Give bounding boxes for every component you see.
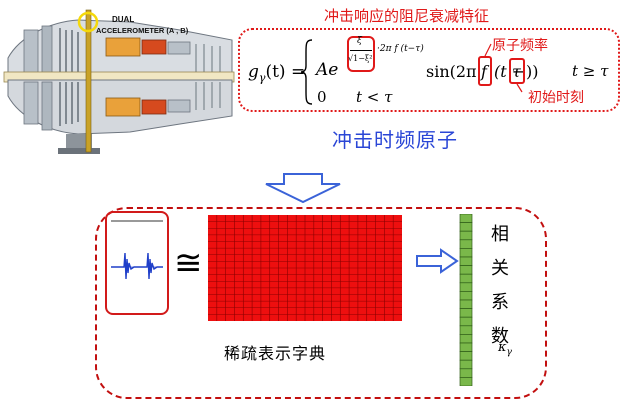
jet-engine-illustration: DUAL ACCELEROMETER (A , B): [3, 9, 235, 154]
coefficient-cell: [459, 256, 473, 266]
coefficient-label-char: 系: [491, 292, 509, 313]
case1-condition: t ≥ τ: [572, 62, 609, 80]
coefficient-vector: [459, 214, 473, 386]
coefficient-cell: [459, 265, 473, 275]
coefficient-label: 相关系数: [480, 218, 520, 354]
f-symbol: f: [481, 62, 487, 81]
coefficient-cell: [459, 299, 473, 309]
impulse-signal-plot: [111, 220, 163, 280]
coefficient-cell: [459, 273, 473, 284]
coefficient-label-char: 关: [491, 258, 509, 279]
dictionary-container: [95, 207, 547, 399]
formula-box: [238, 28, 620, 112]
formula-title: 冲击响应的阻尼衰减特征: [324, 7, 490, 25]
coefficient-cell: [459, 377, 473, 386]
coefficient-symbol: κγ: [498, 340, 512, 358]
case2-condition: t < τ: [356, 88, 393, 106]
coefficient-cell: [459, 359, 473, 370]
approx-symbol: ≅: [174, 243, 203, 283]
coefficient-cell: [459, 214, 473, 223]
tau-highlight: [509, 58, 525, 84]
coefficient-cell: [459, 230, 473, 241]
exp-fraction-bar: [350, 50, 372, 51]
coefficient-cell: [459, 334, 473, 344]
piecewise-brace: [300, 39, 313, 105]
coefficient-cell: [459, 351, 473, 361]
signal-box: [105, 211, 169, 315]
coefficient-cell: [459, 325, 473, 335]
label-atom-frequency: 原子频率: [492, 38, 548, 54]
dictionary-matrix: [208, 215, 402, 321]
coefficient-cell: [459, 316, 473, 327]
dictionary-caption: 稀疏表示字典: [224, 344, 327, 363]
case2-value: 0: [317, 88, 327, 106]
coefficient-cell: [459, 291, 473, 301]
down-arrow: [265, 173, 341, 204]
exp-xi: ξ: [357, 36, 362, 46]
accelerometer-marker: [77, 11, 99, 33]
right-arrow: [416, 248, 459, 274]
coefficient-cell: [459, 368, 473, 378]
coefficient-cell: [459, 222, 473, 232]
tau-symbol: τ: [512, 62, 521, 81]
case1-amplitude: Ae: [316, 60, 339, 80]
sin-open: sin(2π: [426, 62, 477, 81]
callout-lines: [484, 43, 523, 93]
coefficient-cell: [459, 239, 473, 249]
coefficient-cell: [459, 342, 473, 352]
coefficient-cell: [459, 282, 473, 292]
exp-denominator: √1−ξ²: [348, 54, 373, 63]
freq-highlight: [478, 56, 492, 86]
engine-label-line1: DUAL: [112, 15, 134, 24]
damping-highlight: [347, 36, 375, 72]
paren-close: )): [526, 62, 539, 81]
coefficient-cell: [459, 308, 473, 318]
formula-lhs: gγ(t) =: [248, 62, 306, 85]
engine-label-line2: ACCELEROMETER (A , B): [96, 26, 189, 35]
atom-title: 冲击时频原子: [332, 128, 458, 152]
label-initial-time: 初始时刻: [528, 90, 584, 106]
exp-rest: ·2π f (t−τ): [377, 44, 424, 54]
coefficient-label-char: 数: [491, 326, 509, 347]
coefficient-label-char: 相: [491, 224, 509, 245]
coefficient-cell: [459, 248, 473, 258]
